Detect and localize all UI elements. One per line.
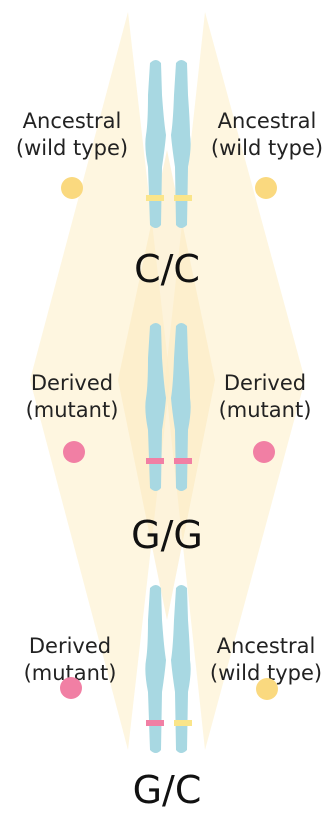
- row2-left-allele-dot: [63, 441, 85, 463]
- row1-left-line1: Ancestral: [2, 108, 142, 135]
- chromatid-right: [171, 60, 191, 228]
- row2-left-line1: Derived: [2, 370, 142, 397]
- row1-left-allele-dot: [61, 177, 83, 199]
- row3-right-allele-dot: [256, 678, 278, 700]
- band-right-ancestral: [174, 720, 192, 726]
- row1-right-allele-dot: [255, 177, 277, 199]
- band-left-derived: [146, 720, 164, 726]
- row2-right-allele-dot: [253, 441, 275, 463]
- band-right-derived: [174, 458, 192, 464]
- chromatid-left: [145, 323, 166, 491]
- row1-right-line2: (wild type): [197, 135, 334, 162]
- row3-left-allele-dot: [60, 677, 82, 699]
- row1-right-line1: Ancestral: [197, 108, 334, 135]
- genotype-label-gc: G/C: [67, 768, 267, 812]
- chromatid-right: [171, 323, 191, 491]
- band-left-ancestral: [146, 195, 164, 201]
- chromatid-right: [171, 585, 191, 753]
- chromosome-pair-gg: [138, 318, 198, 498]
- genotype-label-gg: G/G: [67, 513, 267, 557]
- row1-left-line2: (wild type): [2, 135, 142, 162]
- band-left-derived: [146, 458, 164, 464]
- row2-right-label: Derived (mutant): [195, 370, 334, 424]
- row2-right-line1: Derived: [195, 370, 334, 397]
- row2-left-label: Derived (mutant): [2, 370, 142, 424]
- genotype-label-cc: C/C: [67, 247, 267, 291]
- chromatid-left: [145, 60, 166, 228]
- chromatid-left: [145, 585, 166, 753]
- row3-left-line1: Derived: [0, 633, 140, 660]
- row2-left-line2: (mutant): [2, 397, 142, 424]
- row3-right-line1: Ancestral: [196, 633, 334, 660]
- chromosome-pair-gc: [138, 580, 198, 760]
- band-right-ancestral: [174, 195, 192, 201]
- row1-right-label: Ancestral (wild type): [197, 108, 334, 162]
- row2-right-line2: (mutant): [195, 397, 334, 424]
- row1-left-label: Ancestral (wild type): [2, 108, 142, 162]
- chromosome-pair-cc: [138, 55, 198, 235]
